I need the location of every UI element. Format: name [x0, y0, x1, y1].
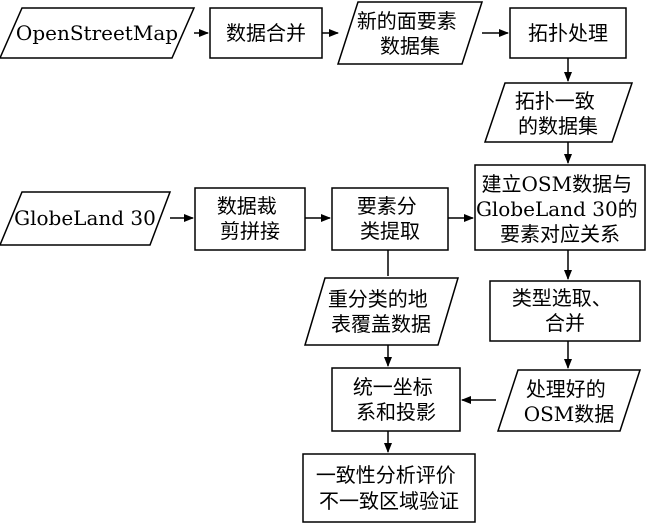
node-type-select-merge-line-2: 合并 [545, 311, 585, 335]
node-processed-osm-text: 处理好的 OSM数据 [524, 377, 615, 426]
node-build-correspondence-line-2: GlobeLand 30的 [476, 197, 638, 221]
node-new-polygon-dataset: 新的面要素 数据集 [336, 1, 484, 65]
node-unify-projection: 统一坐标 系和投影 [331, 367, 461, 432]
node-feature-extract: 要素分 类提取 [331, 187, 449, 251]
edges [170, 29, 572, 453]
node-consistency-eval: 一致性分析评价 不一致区域验证 [302, 453, 476, 523]
node-feature-extract-line-1: 要素分 [357, 194, 417, 218]
node-type-select-merge: 类型选取、 合并 [489, 280, 641, 342]
node-reclassified-landcover-text: 重分类的地 表覆盖数据 [328, 287, 434, 336]
node-clip-mosaic-line-1: 数据裁 [217, 194, 277, 218]
node-new-polygon-dataset-line-1: 新的面要素 [357, 9, 457, 33]
node-osm-source-text: OpenStreetMap [16, 21, 178, 45]
node-clip-mosaic-line-2: 剪拼接 [220, 219, 280, 243]
node-feature-extract-line-2: 类提取 [360, 219, 420, 243]
node-clip-mosaic: 数据裁 剪拼接 [194, 187, 306, 251]
node-consistency-eval-text: 一致性分析评价 不一致区域验证 [316, 463, 462, 513]
node-osm-source: OpenStreetMap [0, 7, 196, 59]
node-topology-consistent-dataset-line-2: 的数据集 [518, 114, 598, 138]
node-topology-consistent-dataset-text: 拓扑一致 的数据集 [515, 89, 601, 138]
node-unify-projection-line-1: 统一坐标 [353, 375, 433, 399]
node-type-select-merge-text: 类型选取、 合并 [512, 286, 618, 335]
node-consistency-eval-line-1: 一致性分析评价 [316, 463, 456, 487]
node-build-correspondence-line-3: 要素对应关系 [500, 222, 620, 246]
node-reclassified-landcover-line-2: 表覆盖数据 [331, 312, 431, 336]
node-clip-mosaic-text: 数据裁 剪拼接 [217, 194, 283, 243]
node-topology-processing: 拓扑处理 [509, 7, 627, 59]
node-globeland-source-text: GlobeLand 30 [14, 206, 156, 230]
node-build-correspondence-text: 建立OSM数据与 GlobeLand 30的 要素对应关系 [476, 172, 644, 246]
node-globeland-source: GlobeLand 30 [0, 191, 172, 246]
node-type-select-merge-line-1: 类型选取、 [512, 286, 612, 310]
node-consistency-eval-line-2: 不一致区域验证 [319, 489, 459, 513]
node-unify-projection-line-2: 系和投影 [356, 400, 436, 424]
node-feature-extract-text: 要素分 类提取 [357, 194, 423, 243]
node-new-polygon-dataset-line-2: 数据集 [380, 34, 440, 58]
node-data-merge-text: 数据合并 [226, 21, 306, 45]
node-data-merge: 数据合并 [209, 7, 323, 59]
node-processed-osm-line-2: OSM数据 [524, 402, 615, 426]
node-topology-consistent-dataset-line-1: 拓扑一致 [515, 89, 595, 113]
node-reclassified-landcover: 重分类的地 表覆盖数据 [303, 277, 460, 346]
node-unify-projection-text: 统一坐标 系和投影 [353, 375, 439, 424]
node-new-polygon-dataset-text: 新的面要素 数据集 [357, 9, 463, 58]
node-build-correspondence-line-1: 建立OSM数据与 [482, 172, 633, 196]
node-build-correspondence: 建立OSM数据与 GlobeLand 30的 要素对应关系 [474, 164, 646, 251]
node-reclassified-landcover-line-1: 重分类的地 [328, 287, 428, 311]
node-topology-processing-text: 拓扑处理 [528, 21, 608, 45]
node-topology-consistent-dataset: 拓扑一致 的数据集 [483, 82, 634, 143]
node-processed-osm-line-1: 处理好的 [526, 377, 606, 401]
node-processed-osm: 处理好的 OSM数据 [496, 369, 642, 432]
